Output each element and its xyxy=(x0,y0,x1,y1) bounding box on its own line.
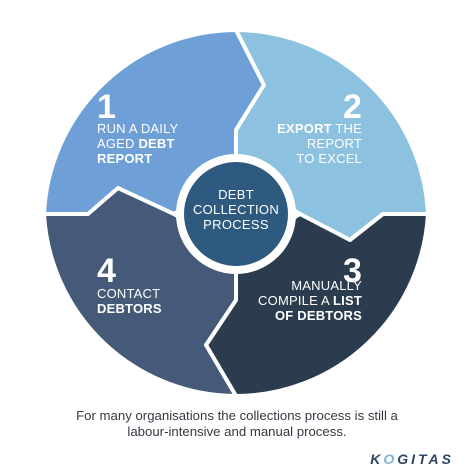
step-1-text-line: AGED DEBT xyxy=(97,136,175,151)
step-1-text-line: REPORT xyxy=(97,151,152,166)
caption: For many organisations the collections p… xyxy=(0,408,474,440)
step-1-text-line: RUN A DAILY xyxy=(97,121,179,136)
step-2-text-line: TO EXCEL xyxy=(296,151,362,166)
step-3-number: 3 xyxy=(343,252,362,290)
center-title-line: PROCESS xyxy=(203,217,269,232)
step-4-text-line: CONTACT xyxy=(97,286,160,301)
center-title-line: DEBT xyxy=(218,187,254,202)
step-2-text-line: REPORT xyxy=(307,136,362,151)
step-2-number: 2 xyxy=(343,88,362,126)
step-4-text-line: DEBTORS xyxy=(97,301,162,316)
step-2-text-line: EXPORT THE xyxy=(277,121,362,136)
step-3-text-line: COMPILE A LIST xyxy=(258,293,362,308)
step-3-text-line: MANUALLY xyxy=(291,278,362,293)
kogitas-logo: KOGITAS xyxy=(370,451,454,467)
step-1-number: 1 xyxy=(97,88,116,126)
step-4-number: 4 xyxy=(97,252,116,290)
caption-line-1: For many organisations the collections p… xyxy=(76,408,398,423)
caption-line-2: labour-intensive and manual process. xyxy=(127,424,347,439)
step-3-text-line: OF DEBTORS xyxy=(275,308,362,323)
center-circle xyxy=(184,162,288,266)
center-title-line: COLLECTION xyxy=(193,202,279,217)
